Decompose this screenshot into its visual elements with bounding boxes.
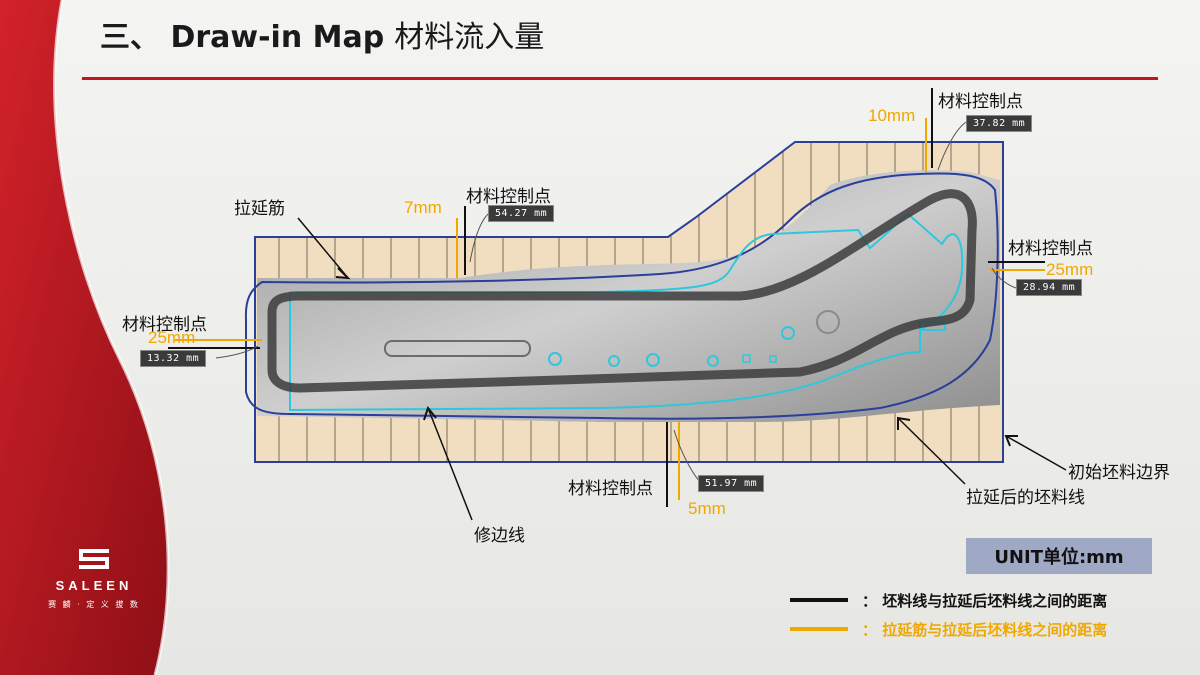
dim-value-right: 25mm [1046, 260, 1094, 279]
page-title: 三、 Draw-in Map 材料流入量 [100, 12, 544, 56]
leader-meas-top [937, 121, 967, 171]
leader-meas-left [215, 345, 259, 359]
legend-swatch-orange [790, 627, 848, 631]
blank-after-draw-line [244, 172, 999, 420]
leader-initial-blank [1005, 435, 1067, 471]
legend-item-orange: ： 拉延筋与拉延后坯料线之间的距离 [790, 619, 1107, 639]
saleen-emblem-icon [79, 549, 109, 569]
legend-swatch-black [790, 598, 848, 602]
callout-control-point-upper-left: 材料控制点 [466, 187, 551, 207]
arrowhead [897, 416, 911, 430]
arrowhead [335, 267, 351, 280]
leader-meas-right [991, 267, 1017, 289]
unit-label: UNIT单位:mm [966, 538, 1152, 574]
logo-tagline: 赛 麟 · 定 义 拔 数 [48, 600, 140, 609]
part-slot [384, 340, 531, 357]
leader-meas-bottom [673, 429, 701, 483]
measurement-tag-right: 28.94 mm [1016, 279, 1083, 296]
dim-value-top: 10mm [868, 106, 916, 125]
measurement-tag-left: 13.32 mm [140, 350, 207, 367]
part-hole [608, 355, 620, 367]
legend-text-black: ： 坯料线与拉延后坯料线之间的距离 [862, 591, 1108, 610]
part-boss [816, 310, 840, 334]
title-chinese: 材料流入量 [394, 20, 545, 55]
part-hole [548, 352, 562, 366]
callout-draw-bead: 拉延筋 [234, 199, 285, 219]
callout-control-point-bottom: 材料控制点 [568, 479, 653, 499]
trim-line [289, 212, 964, 412]
measurement-tag-bottom: 51.97 mm [698, 475, 765, 492]
leader-blank-after-draw [897, 417, 966, 485]
measurement-tag-upper-left: 54.27 mm [488, 205, 555, 222]
part-hole [742, 354, 751, 363]
part-hole [769, 355, 777, 363]
part-hole [707, 355, 719, 367]
dim-value-left: 25mm [148, 328, 196, 347]
callout-control-point-top: 材料控制点 [938, 92, 1023, 112]
arrowhead [423, 405, 437, 421]
callout-control-point-right: 材料控制点 [1008, 239, 1093, 259]
callout-blank-after-draw: 拉延后的坯料线 [966, 488, 1085, 508]
dim-value-upper-left: 7mm [404, 198, 442, 217]
callout-initial-blank: 初始坯料边界 [1068, 463, 1170, 483]
callout-control-point-left: 材料控制点 [122, 315, 207, 335]
dim-value-bottom: 5mm [688, 499, 726, 518]
logo-wordmark: SALEEN [55, 578, 133, 593]
legend-item-black: ： 坯料线与拉延后坯料线之间的距离 [790, 590, 1107, 610]
part-hole [646, 353, 660, 367]
legend-text-orange: ： 拉延筋与拉延后坯料线之间的距离 [862, 620, 1108, 639]
arrowhead [1004, 435, 1018, 447]
part-hole [781, 326, 795, 340]
part-channel [267, 189, 977, 393]
title-divider [82, 77, 1158, 80]
saleen-logo: SALEEN 赛 麟 · 定 义 拔 数 [38, 548, 150, 610]
leader-meas-upper-left [469, 213, 489, 263]
leader-draw-bead [297, 217, 349, 279]
title-prefix: 三、 Draw-in Map [100, 20, 385, 55]
callout-trim-line: 修边线 [474, 526, 525, 546]
leader-trim-line [427, 407, 473, 521]
measurement-tag-top: 37.82 mm [966, 115, 1033, 132]
